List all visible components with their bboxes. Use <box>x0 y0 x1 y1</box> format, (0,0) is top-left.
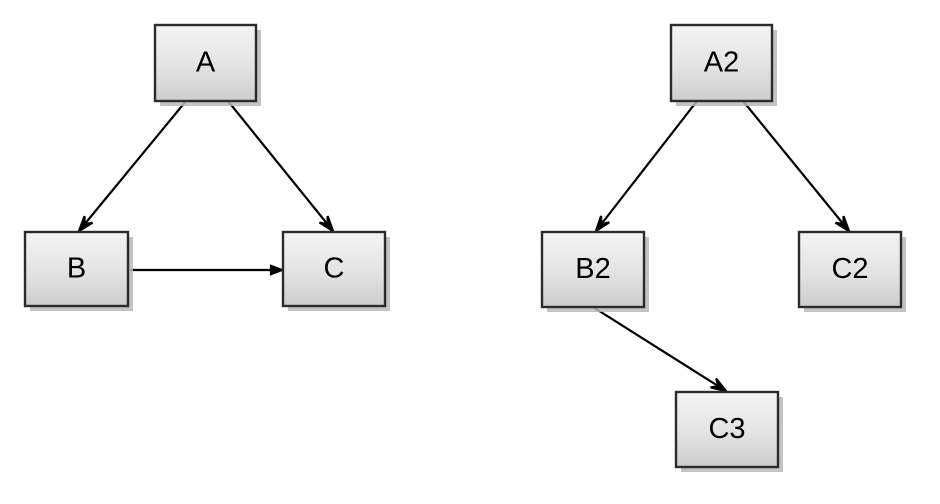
node-box[interactable] <box>669 23 774 103</box>
node-c2[interactable]: C2 <box>797 230 906 312</box>
edge-a2-to-c2[interactable] <box>742 100 852 234</box>
node-a[interactable]: A <box>153 23 261 106</box>
edge-a-to-c[interactable] <box>227 100 336 234</box>
edge-arrowhead <box>834 215 852 234</box>
node-box[interactable] <box>797 230 903 309</box>
edge-arrowhead <box>318 215 336 234</box>
edge-arrowhead <box>710 377 729 393</box>
node-b[interactable]: B <box>23 230 133 311</box>
edge-arrowhead <box>269 264 286 276</box>
node-box[interactable] <box>674 390 780 469</box>
edge-line <box>742 100 850 232</box>
node-c3[interactable]: C3 <box>674 390 783 472</box>
node-box[interactable] <box>23 230 130 308</box>
node-box[interactable] <box>153 23 258 103</box>
node-b2[interactable]: B2 <box>540 230 649 312</box>
edge-arrowhead <box>76 215 94 234</box>
edge-line <box>592 306 727 392</box>
edge-line <box>78 100 187 232</box>
node-c[interactable]: C <box>281 230 390 311</box>
edges-layer <box>76 100 852 393</box>
edge-line <box>595 100 698 232</box>
edge-b2-to-c3[interactable] <box>592 306 729 393</box>
edge-a2-to-b2[interactable] <box>593 100 698 234</box>
edge-line <box>227 100 334 232</box>
edge-b-to-c[interactable] <box>130 264 286 276</box>
node-a2[interactable]: A2 <box>669 23 777 106</box>
edge-arrowhead <box>593 215 610 234</box>
edge-a-to-b[interactable] <box>76 100 187 234</box>
node-box[interactable] <box>540 230 646 309</box>
node-box[interactable] <box>281 230 387 308</box>
